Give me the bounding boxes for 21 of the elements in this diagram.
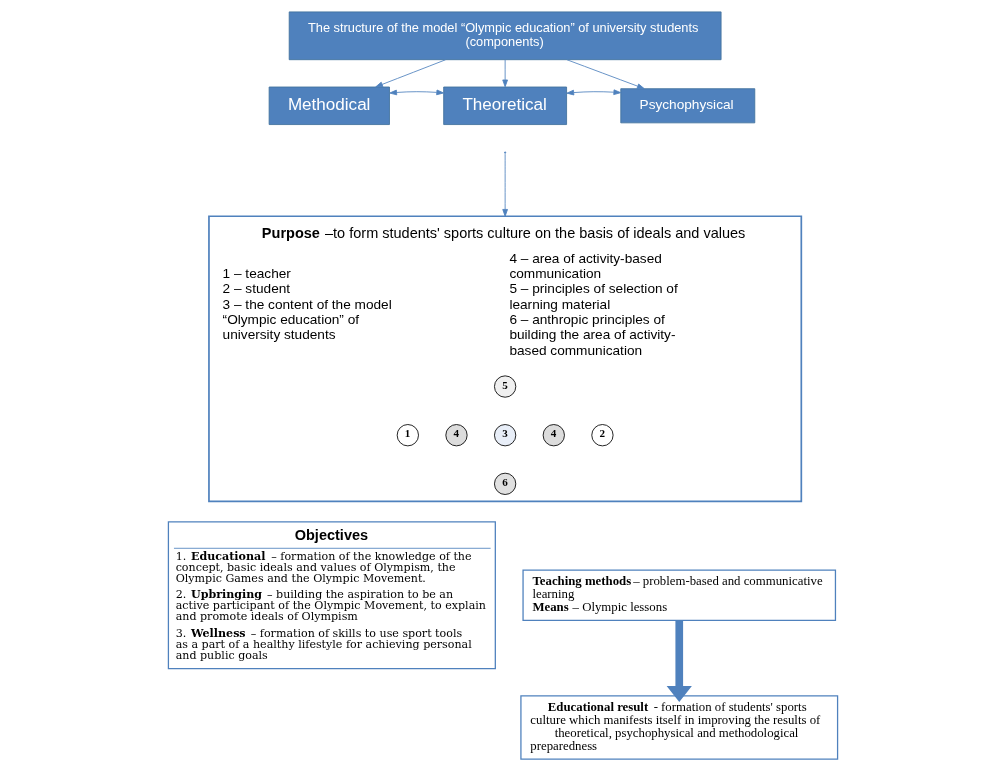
node-circle: 6 <box>494 472 517 495</box>
arrow <box>389 89 445 96</box>
node-circle: 1 <box>396 424 419 447</box>
arrow <box>666 620 692 702</box>
arrow <box>502 152 508 217</box>
node-box: Educational result - formation of students' sports culture which manifests itself in improving the results of theoretical, psychophysical and methodological preparedness <box>520 695 839 760</box>
node-circle: 4 <box>542 424 565 447</box>
arrow <box>502 59 508 88</box>
node-circle: 4 <box>445 424 468 447</box>
node-circle: 5 <box>494 375 517 398</box>
node-box: Theoretical <box>443 86 567 125</box>
node-box: Objectives 1. Educational – formation of the knowledge of the concept, basic ideals and values of Olympism, the Olympic Games and the Olympic Movement. 2. Upbringing – building the aspiration to be an active participant of the Olympic Movement, to explain and promote ideals of Olympism 3. Wellness – formation of skills to use sport tools as a part of a healthy lifestyle for achieving personal and public goals <box>167 521 496 670</box>
arrow <box>566 89 622 96</box>
node-box: The structure of the model “Olympic education” of university students (components) <box>288 11 722 61</box>
node-circle: 3 <box>494 424 517 447</box>
node-box: Teaching methods– problem-based and communicative learning Means – Olympic lessons <box>522 569 837 622</box>
node-circle: 2 <box>591 424 614 447</box>
node-box: Methodical <box>268 86 390 125</box>
arrow <box>566 59 645 90</box>
arrow <box>375 59 447 88</box>
node-box: Psychophysical <box>620 88 756 124</box>
